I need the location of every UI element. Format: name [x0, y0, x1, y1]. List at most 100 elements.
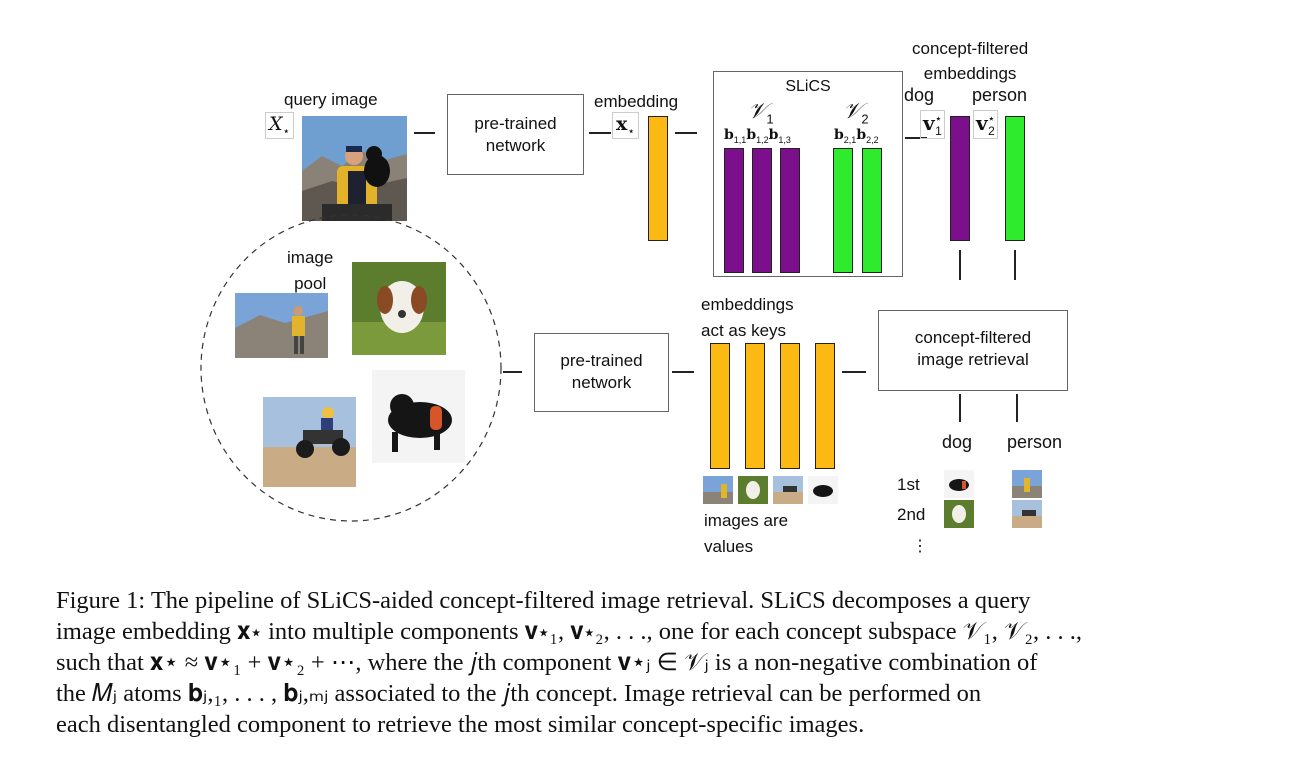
query-embedding-bar	[648, 116, 668, 241]
subspace1-name: 𝒱	[748, 99, 767, 124]
pool-photo-atv	[263, 397, 356, 487]
embedding-symbol: x⋆	[612, 112, 639, 139]
atom-bar-b12	[752, 148, 772, 273]
retrieval-label: concept-filtered image retrieval	[914, 328, 1032, 369]
query-symbol-x: X	[269, 113, 283, 135]
atom-bar-b22	[862, 148, 882, 273]
rank-1st-label: 1st	[897, 475, 920, 494]
pretrained-network-bottom: pre-trained network	[534, 333, 669, 412]
figure-caption: Figure 1: The pipeline of SLiCS-aided co…	[56, 585, 1251, 740]
pretrained-network-bottom-label: pre-trained network	[560, 351, 643, 392]
subspace2-atoms: b2,1b2,2	[834, 126, 879, 145]
embedding-symbol-star: ⋆	[627, 123, 635, 138]
image-pool-circle	[200, 214, 502, 522]
rank-more-label: ⋮	[912, 538, 928, 555]
key-bar-1	[710, 343, 730, 469]
result-person-1st	[1012, 470, 1042, 498]
key-bar-3	[780, 343, 800, 469]
v2-letter: v	[976, 111, 988, 135]
caption-line-4: the 𝑀ⱼ atoms 𝐛ⱼ,₁, . . . , 𝐛ⱼ,ₘⱼ associa…	[56, 680, 982, 707]
image-pool-label: image pool	[287, 248, 334, 293]
pool-photo-running-dog	[352, 262, 446, 355]
atom-sub: 1,3	[778, 134, 791, 145]
result-dog-1st	[944, 470, 974, 498]
pool-photo-hiker-illustration	[235, 293, 328, 358]
result-dog-2nd-illustration	[944, 500, 974, 528]
v1-sub: 1	[935, 124, 942, 138]
subspace1-sub: 1	[766, 111, 774, 127]
pool-photo-black-dog	[372, 370, 465, 463]
retrieval-dog-label: dog	[942, 432, 973, 452]
query-image-label: query image	[284, 90, 378, 109]
slics-label: SLiCS	[785, 78, 831, 95]
caption-line-1: Figure 1: The pipeline of SLiCS-aided co…	[56, 587, 1031, 614]
query-symbol-star: ⋆	[282, 123, 291, 138]
subspace2-sub: 2	[861, 111, 869, 127]
keys-label: embeddings act as keys	[701, 295, 794, 340]
caption-line-5: each disentangled component to retrieve …	[56, 711, 865, 738]
rank-2nd-label: 2nd	[897, 505, 926, 524]
result-dog-2nd	[944, 500, 974, 528]
atom-sub: 1,2	[756, 134, 769, 145]
caption-line-3: such that 𝐱⋆ ≈ 𝐯⋆₁ + 𝐯⋆₂ + ⋯, where the …	[56, 649, 1038, 676]
query-symbol: X⋆	[265, 112, 295, 139]
pool-photo-black-dog-illustration	[372, 370, 465, 463]
result-person-2nd-illustration	[1012, 500, 1042, 528]
connector-pool-to-net	[503, 371, 522, 373]
query-photo	[302, 116, 407, 221]
filtered-embedding-person-bar	[1005, 116, 1025, 241]
v2-sub: 2	[988, 124, 995, 138]
value-thumb-hiker	[703, 476, 733, 504]
subspace2-name: 𝒱	[843, 99, 862, 124]
atom-bar-b13	[780, 148, 800, 273]
connector-retrieval-dog	[959, 394, 961, 422]
filtered-person-label: person	[972, 85, 1028, 105]
value-thumb-running-dog	[738, 476, 768, 504]
connector-embedding-to-slics	[675, 132, 697, 134]
value-thumb-black-dog-illustration	[808, 476, 838, 504]
result-dog-1st-illustration	[944, 470, 974, 498]
v1-star: ⋆	[934, 111, 943, 126]
atom-bar-b21	[833, 148, 853, 273]
atom-bar-b11	[724, 148, 744, 273]
v1-symbol: v⋆1	[920, 110, 945, 139]
retrieval-box: concept-filtered image retrieval	[878, 310, 1068, 391]
atom-sub: 2,1	[843, 134, 857, 145]
concept-filtered-embeddings-label: concept-filtered embeddings	[912, 39, 1029, 83]
atom-label: b	[856, 127, 867, 143]
query-photo-illustration	[302, 116, 407, 221]
value-thumb-hiker-illustration	[703, 476, 733, 504]
connector-person-down	[1014, 250, 1016, 280]
caption-line-2: image embedding 𝐱⋆ into multiple compone…	[56, 618, 1082, 645]
values-label: images are values	[704, 511, 789, 556]
value-thumb-running-dog-illustration	[738, 476, 768, 504]
connector-query-to-net	[414, 132, 435, 134]
atom-label: b	[768, 127, 779, 143]
subspace1-atoms: b1,1b1,2b1,3	[724, 126, 791, 145]
key-bar-2	[745, 343, 765, 469]
connector-net-to-embedding	[589, 132, 611, 134]
atom-label: b	[724, 127, 734, 143]
retrieval-person-label: person	[1007, 432, 1063, 452]
connector-dog-down	[959, 250, 961, 280]
atom-label: b	[834, 127, 844, 143]
filtered-embedding-dog-bar	[950, 116, 970, 241]
connector-net-to-keys	[672, 371, 694, 373]
value-thumb-atv	[773, 476, 803, 504]
v2-star: ⋆	[987, 111, 996, 126]
pool-photo-atv-illustration	[263, 397, 356, 487]
pretrained-network-top: pre-trained network	[447, 94, 584, 175]
embedding-label: embedding	[594, 92, 679, 111]
atom-sub: 2,2	[866, 134, 879, 145]
result-person-1st-illustration	[1012, 470, 1042, 498]
embedding-symbol-x: x	[616, 113, 628, 135]
pool-photo-running-dog-illustration	[352, 262, 446, 355]
v2-symbol: v⋆2	[973, 110, 998, 139]
result-person-2nd	[1012, 500, 1042, 528]
subspace1-label: 𝒱1	[748, 98, 774, 126]
value-thumb-atv-illustration	[773, 476, 803, 504]
subspace2-label: 𝒱2	[843, 98, 869, 126]
pretrained-network-top-label: pre-trained network	[474, 114, 557, 155]
key-bar-4	[815, 343, 835, 469]
